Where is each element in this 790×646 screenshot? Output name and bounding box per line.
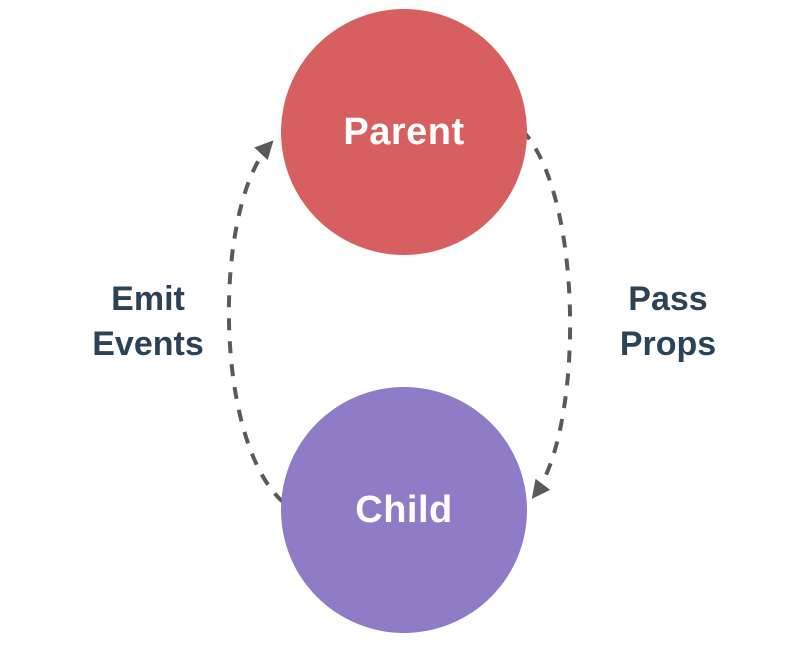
- emit-events-arrow: [226, 140, 285, 504]
- pass-props-label-line1: Pass: [628, 280, 708, 318]
- emit-events-label-line1: Emit: [111, 280, 185, 318]
- emit-events-label-line2: Events: [92, 325, 204, 363]
- pass-props-arrow: [520, 128, 573, 499]
- pass-props-label: Pass Props: [558, 277, 778, 367]
- parent-node-label: Parent: [343, 110, 465, 153]
- pass-props-label-line2: Props: [619, 325, 717, 363]
- child-node: Child: [281, 387, 527, 633]
- emit-events-label: Emit Events: [38, 277, 258, 367]
- child-node-label: Child: [355, 488, 453, 531]
- parent-node: Parent: [281, 9, 527, 255]
